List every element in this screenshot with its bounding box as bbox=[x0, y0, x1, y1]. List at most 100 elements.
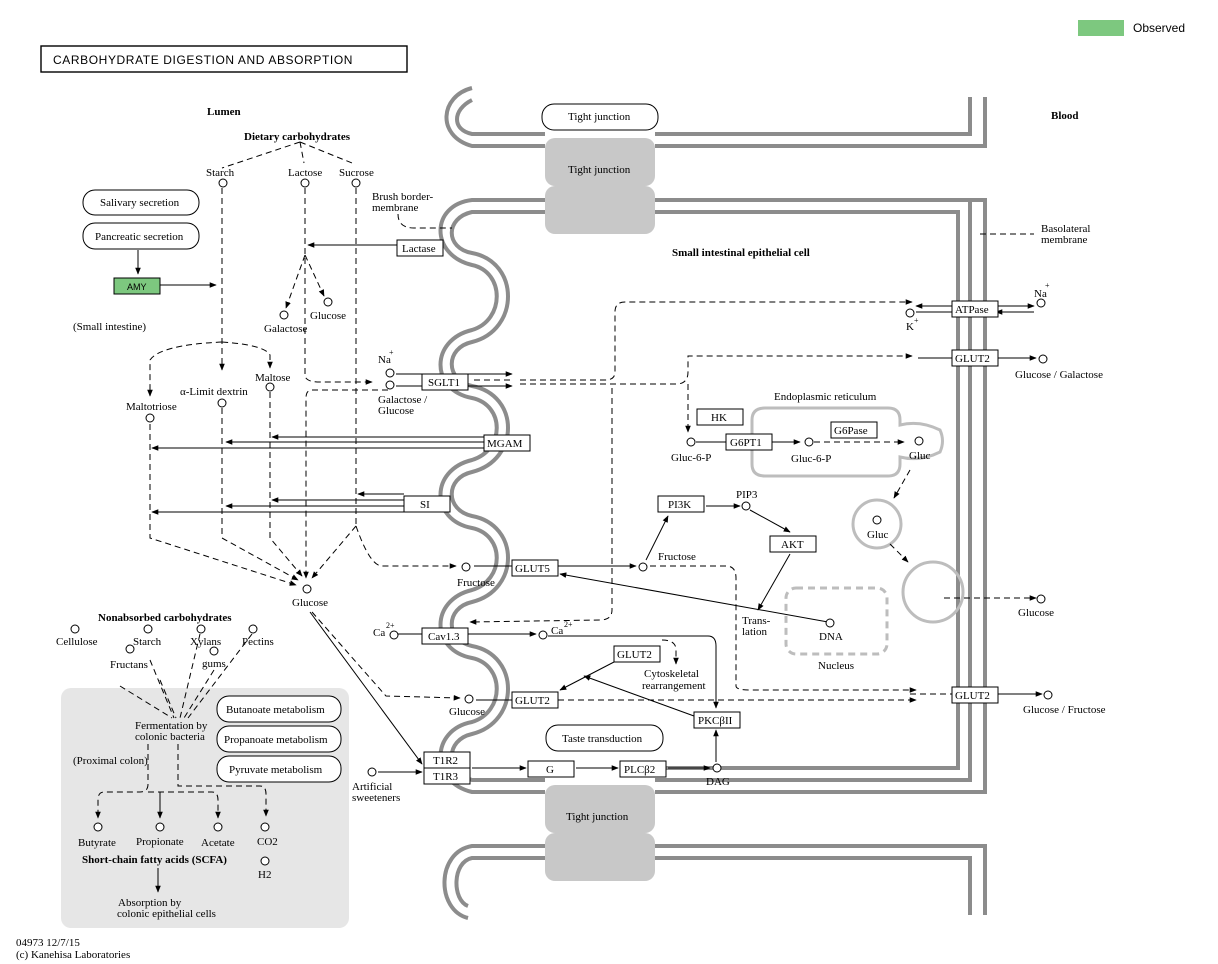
node-gluc6p-1[interactable] bbox=[686, 437, 696, 447]
node-glucose-center[interactable] bbox=[302, 584, 312, 594]
pyruvate-metabolism-label: Pyruvate metabolism bbox=[229, 764, 323, 776]
gene-g6pt1[interactable] bbox=[725, 433, 773, 451]
taste-transduction-link[interactable] bbox=[545, 724, 664, 752]
propanoate-metabolism-link[interactable] bbox=[216, 725, 342, 753]
node-na[interactable] bbox=[385, 368, 395, 378]
node-starch[interactable] bbox=[218, 178, 228, 188]
node-glucose-lower[interactable] bbox=[464, 694, 474, 704]
ca-lumen-label: Ca bbox=[373, 627, 385, 639]
tight-junction-block-top bbox=[545, 138, 655, 186]
node-fructose-lumen[interactable] bbox=[461, 562, 471, 572]
node-acetate[interactable] bbox=[213, 822, 223, 832]
node-dna[interactable] bbox=[825, 618, 835, 628]
page-title: CARBOHYDRATE DIGESTION AND ABSORPTION bbox=[53, 53, 353, 67]
gene-glut2-baso1[interactable] bbox=[951, 349, 999, 367]
galactose-glucose-label-1: Galactose / bbox=[378, 394, 428, 406]
node-ca-lumen[interactable] bbox=[389, 630, 399, 640]
gene-glut5[interactable] bbox=[511, 559, 559, 577]
gene-hk[interactable] bbox=[696, 408, 744, 426]
node-pip3[interactable] bbox=[741, 501, 751, 511]
node-limit-dextrin[interactable] bbox=[217, 398, 227, 408]
node-h2[interactable] bbox=[260, 856, 270, 866]
node-glucose-blood[interactable] bbox=[1036, 594, 1046, 604]
node-glucose-galactose[interactable] bbox=[1038, 354, 1048, 364]
cytoskeletal-label-2: rearrangement bbox=[642, 680, 706, 692]
node-sucrose[interactable] bbox=[351, 178, 361, 188]
tight-junction-block-top2 bbox=[545, 186, 655, 234]
limit-dextrin-label: α-Limit dextrin bbox=[180, 386, 248, 398]
butyrate-label: Butyrate bbox=[78, 837, 116, 849]
gene-glut2-apical[interactable] bbox=[511, 691, 559, 709]
node-gluc-vesicle[interactable] bbox=[872, 515, 882, 525]
scfa-label: Short-chain fatty acids (SCFA) bbox=[82, 854, 227, 866]
gene-mgam-label: MGAM bbox=[487, 438, 523, 450]
node-lactose[interactable] bbox=[300, 178, 310, 188]
gene-t1r3-label: T1R3 bbox=[433, 771, 459, 783]
salivary-secretion-link[interactable] bbox=[82, 189, 200, 216]
na-blood-label: Na bbox=[1034, 288, 1047, 300]
node-co2[interactable] bbox=[260, 822, 270, 832]
gene-akt[interactable] bbox=[769, 535, 817, 553]
gene-glut2-apical-label: GLUT2 bbox=[515, 695, 550, 707]
pancreatic-secretion-link[interactable] bbox=[82, 222, 200, 250]
gene-pkcbii[interactable] bbox=[693, 711, 741, 729]
gene-lactase[interactable] bbox=[396, 239, 444, 257]
gene-sglt1[interactable] bbox=[421, 373, 469, 391]
node-maltose[interactable] bbox=[265, 382, 275, 392]
gene-glut2-baso2[interactable] bbox=[951, 686, 999, 704]
nucleus-label: Nucleus bbox=[818, 660, 854, 672]
gene-atpase[interactable] bbox=[951, 300, 999, 318]
gene-g[interactable] bbox=[527, 760, 575, 778]
gene-cav13[interactable] bbox=[421, 627, 469, 645]
node-fructans[interactable] bbox=[125, 644, 135, 654]
gene-g-label: G bbox=[546, 764, 554, 776]
tight-junction-link[interactable] bbox=[541, 103, 659, 131]
node-butyrate[interactable] bbox=[93, 822, 103, 832]
node-fructose-cell[interactable] bbox=[638, 562, 648, 572]
glucose-blood-label: Glucose bbox=[1018, 607, 1054, 619]
pyruvate-metabolism-link[interactable] bbox=[216, 755, 342, 783]
node-dag[interactable] bbox=[712, 763, 722, 773]
node-starch2[interactable] bbox=[143, 624, 153, 634]
node-glucose-top[interactable] bbox=[323, 297, 333, 307]
gene-si[interactable] bbox=[403, 495, 451, 513]
node-na-blood[interactable] bbox=[1036, 298, 1046, 308]
node-propionate[interactable] bbox=[155, 822, 165, 832]
node-glucose-fructose[interactable] bbox=[1043, 690, 1053, 700]
vesicle bbox=[851, 498, 903, 550]
gene-glut2-small[interactable] bbox=[613, 645, 661, 663]
compound-nodes bbox=[70, 178, 1053, 866]
node-pectins[interactable] bbox=[248, 624, 258, 634]
fermentation-label-1: Fermentation by bbox=[135, 720, 208, 732]
gluc6p-label-2: Gluc-6-P bbox=[791, 453, 831, 465]
propanoate-metabolism-label: Propanoate metabolism bbox=[224, 734, 328, 746]
gene-amy[interactable] bbox=[113, 277, 161, 295]
butanoate-metabolism-link[interactable] bbox=[216, 695, 342, 723]
copyright: (c) Kanehisa Laboratories bbox=[16, 949, 130, 961]
node-galactose[interactable] bbox=[279, 310, 289, 320]
node-xylans[interactable] bbox=[196, 624, 206, 634]
dna-label: DNA bbox=[819, 631, 843, 643]
dietary-carbohydrates-label: Dietary carbohydrates bbox=[244, 131, 351, 143]
fructose-cell-label: Fructose bbox=[658, 551, 696, 563]
node-cellulose[interactable] bbox=[70, 624, 80, 634]
node-k[interactable] bbox=[905, 308, 915, 318]
node-gluc6p-2[interactable] bbox=[804, 437, 814, 447]
gene-g6pase[interactable] bbox=[830, 421, 878, 439]
fructose-lumen-label: Fructose bbox=[457, 577, 495, 589]
node-gluc-er[interactable] bbox=[914, 436, 924, 446]
node-gums[interactable] bbox=[209, 646, 219, 656]
gene-mgam[interactable] bbox=[483, 434, 531, 452]
node-artificial-sweeteners[interactable] bbox=[367, 767, 377, 777]
node-ca-cell[interactable] bbox=[538, 630, 548, 640]
galactose-label: Galactose bbox=[264, 323, 307, 335]
gene-glut2-small-label: GLUT2 bbox=[617, 649, 652, 661]
gene-t1r3[interactable] bbox=[423, 767, 471, 785]
gene-pi3k[interactable] bbox=[657, 495, 705, 513]
glucose-top-label: Glucose bbox=[310, 310, 346, 322]
taste-transduction-label: Taste transduction bbox=[562, 733, 643, 745]
node-galactose-glucose[interactable] bbox=[385, 380, 395, 390]
node-maltotriose[interactable] bbox=[145, 413, 155, 423]
basolateral-label-2: membrane bbox=[1041, 234, 1088, 246]
gene-plcb2[interactable] bbox=[619, 760, 667, 778]
